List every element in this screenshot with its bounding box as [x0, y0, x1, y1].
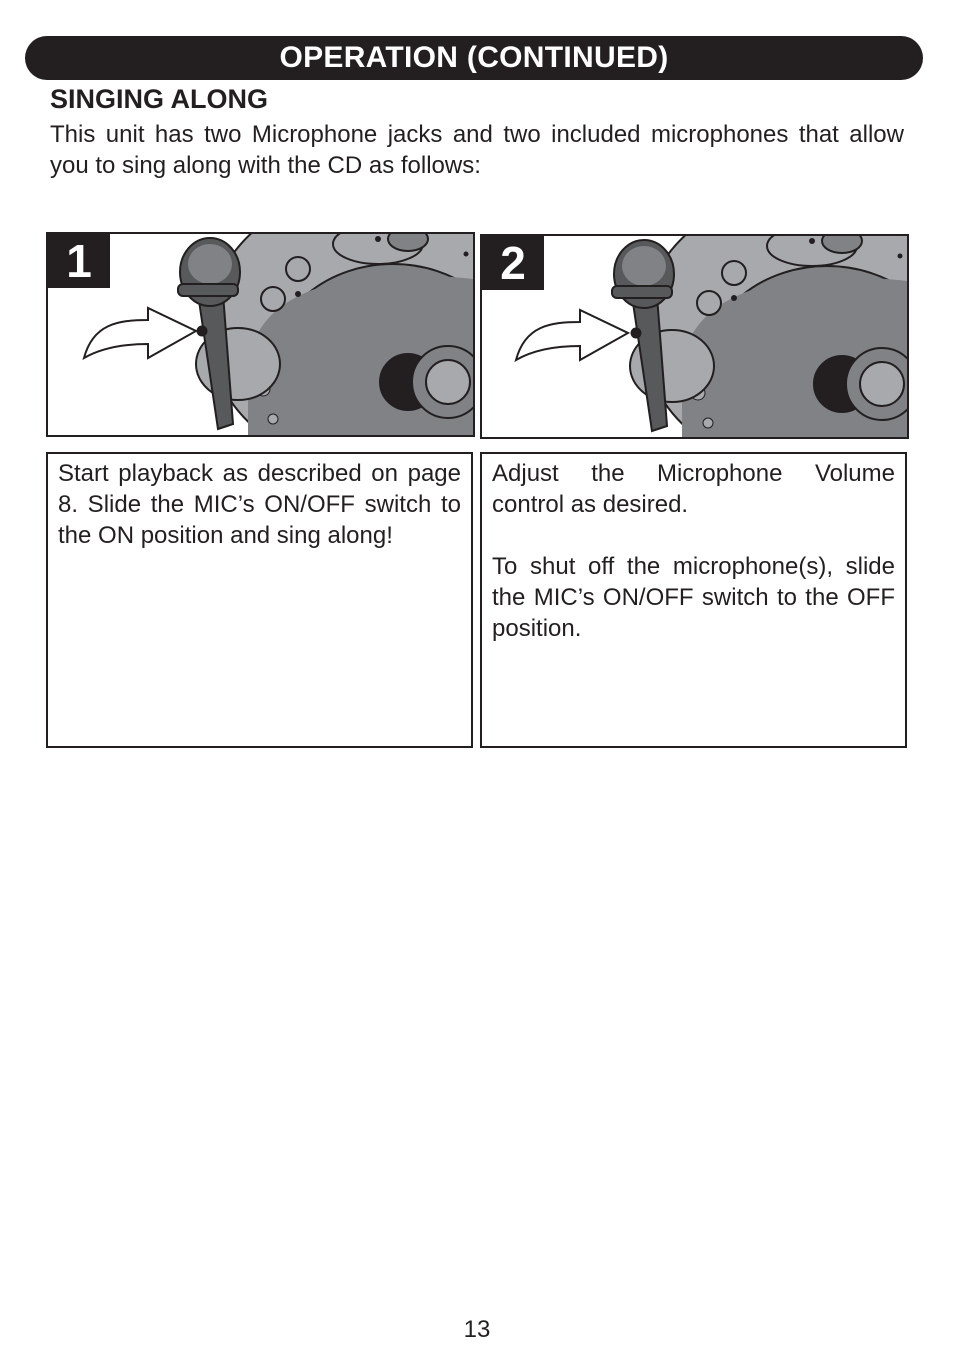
page-title: OPERATION (CONTINUED) [279, 41, 669, 74]
microphone-unit-drawing [514, 236, 907, 437]
step-2-instruction: Adjust the Microphone Volume control as … [492, 460, 895, 518]
step-1-illustration: 1 [46, 232, 475, 437]
step-2-text-box: Adjust the Microphone Volume control as … [480, 452, 907, 748]
microphone-unit-drawing [82, 234, 473, 435]
page-number: 13 [463, 1316, 491, 1343]
section-banner: OPERATION (CONTINUED) [25, 36, 923, 80]
step-number-badge: 1 [48, 234, 110, 288]
step-1-instruction: Start playback as described on page 8. S… [58, 460, 461, 549]
step-1-text-box: Start playback as described on page 8. S… [46, 452, 473, 748]
step-2-instruction: To shut off the microphone(s), slide the… [492, 553, 895, 642]
step-number-badge: 2 [482, 236, 544, 290]
step-2-illustration: 2 [480, 234, 909, 439]
intro-paragraph: This unit has two Microphone jacks and t… [50, 121, 904, 179]
section-heading: SINGING ALONG [50, 84, 269, 114]
